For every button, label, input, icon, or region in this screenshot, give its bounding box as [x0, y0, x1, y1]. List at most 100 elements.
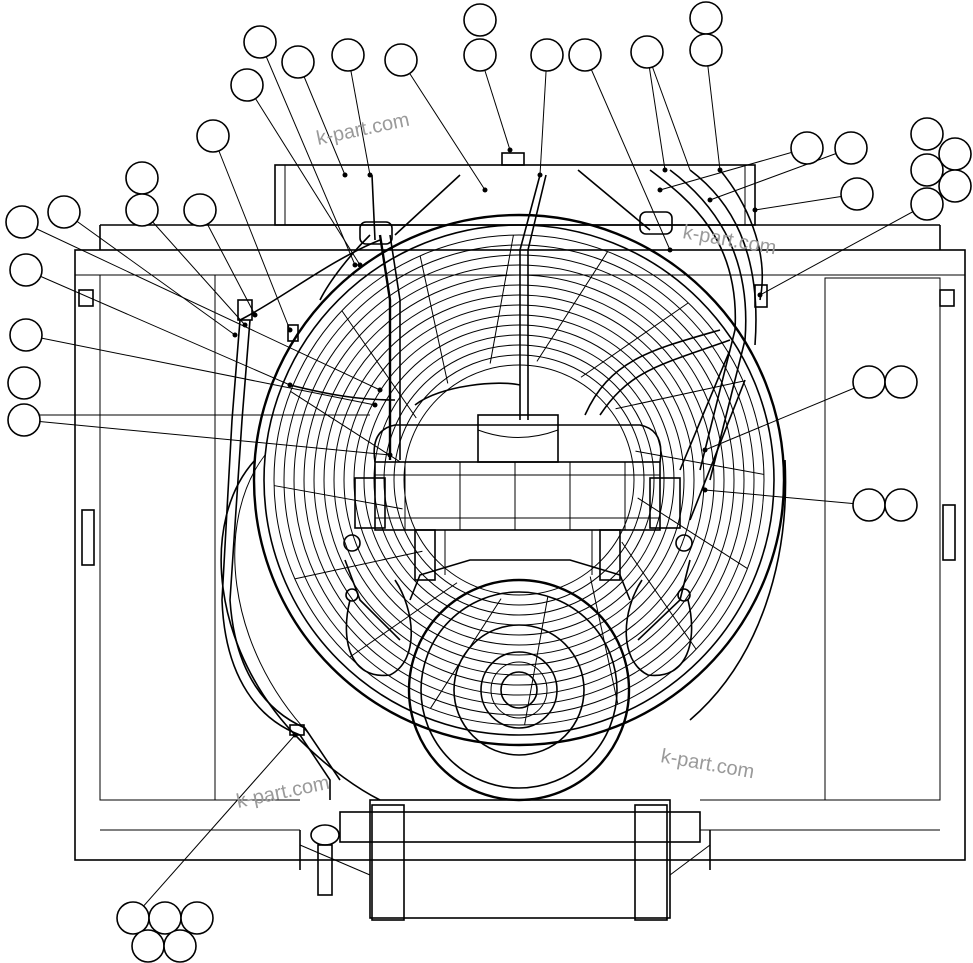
callout-balloon — [125, 193, 159, 227]
callout-leader-line — [63, 211, 236, 336]
callout-balloon — [180, 901, 214, 935]
callout-leader-dot — [757, 292, 763, 298]
callout-balloon — [196, 119, 230, 153]
callout-balloon — [7, 403, 41, 437]
callout-leader-line — [259, 41, 356, 266]
callout-leader-line — [25, 269, 291, 386]
callout-balloon — [852, 488, 886, 522]
callout-balloon — [125, 161, 159, 195]
callout-leader-line — [704, 489, 870, 506]
callout-leader-line — [297, 61, 346, 176]
radiator-coil — [283, 244, 755, 716]
callout-leader-line — [199, 209, 256, 316]
callout-leader-line — [659, 147, 808, 191]
callout-leader-dot — [357, 262, 363, 268]
callout-balloon — [331, 38, 365, 72]
watermark-text: k-part.com — [234, 772, 331, 813]
coolant-hoses — [221, 169, 768, 800]
callout-leader-dot — [372, 402, 378, 408]
callout-leader-dot — [752, 207, 758, 213]
radiator-coil — [313, 274, 725, 686]
callout-balloon — [5, 205, 39, 239]
callout-leader-dot — [537, 172, 543, 178]
radiator-core-coils — [273, 234, 765, 726]
watermark-text: k-part.com — [681, 221, 778, 259]
callout-balloon — [852, 365, 886, 399]
radiator-coil — [323, 284, 715, 676]
callout-leader-line — [705, 49, 721, 171]
fan-blade-line — [349, 582, 458, 658]
callout-leader-line — [584, 54, 671, 251]
radiator-coil — [293, 254, 745, 706]
callout-leader-dot — [702, 447, 708, 453]
fan-blade-line — [294, 550, 423, 580]
fan-blade-line — [580, 302, 689, 378]
callout-leader-line — [709, 147, 852, 201]
callout-leader-dot — [707, 197, 713, 203]
fan-blade-line — [635, 450, 765, 475]
callout-balloon — [230, 68, 264, 102]
fan-blade-line — [524, 596, 549, 726]
callout-balloon — [790, 131, 824, 165]
watermark-text: k-part.com — [659, 745, 756, 783]
callout-balloon — [131, 929, 165, 963]
callout-leader-dot — [287, 382, 293, 388]
callout-leader-line — [246, 84, 361, 266]
radiator-coil — [353, 314, 685, 646]
callout-leader-dot — [667, 247, 673, 253]
callout-leaders — [21, 41, 928, 919]
fan-blade-line — [341, 310, 417, 419]
callout-balloon — [183, 193, 217, 227]
callout-balloon — [384, 43, 418, 77]
callout-balloon — [689, 1, 723, 35]
callout-leader-line — [539, 54, 548, 176]
callout-leader-dot — [507, 147, 513, 153]
radiator-coil — [393, 354, 645, 606]
callout-balloon — [910, 117, 944, 151]
fan-drive-header — [354, 414, 681, 531]
callout-leader-line — [212, 135, 291, 331]
callout-leader-dot — [252, 312, 258, 318]
callout-balloon — [630, 35, 664, 69]
fan-blade-line — [637, 497, 748, 570]
callout-balloon — [689, 33, 723, 67]
fan-blade-line — [621, 541, 697, 650]
callout-balloon — [463, 3, 497, 37]
callout-leader-line — [759, 203, 928, 296]
callout-balloon — [116, 901, 150, 935]
callout-leader-line — [646, 51, 666, 171]
callout-leader-dot — [657, 187, 663, 193]
callout-leader-line — [141, 209, 246, 326]
watermark-text: k-part.com — [314, 109, 411, 150]
callout-balloon — [530, 38, 564, 72]
callout-balloon — [47, 195, 81, 229]
fan-blades — [273, 234, 765, 726]
callout-balloons — [5, 1, 972, 963]
callout-balloon — [463, 38, 497, 72]
callout-leader-dot — [662, 167, 668, 173]
radiator-coil — [333, 294, 705, 666]
fan-blade-line — [419, 255, 449, 384]
callout-leader-dot — [342, 172, 348, 178]
callout-leader-dot — [352, 262, 358, 268]
fan-blade-line — [615, 380, 744, 410]
callout-balloon — [938, 137, 972, 171]
callout-balloon — [243, 25, 277, 59]
callout-balloon — [910, 153, 944, 187]
callout-balloon — [7, 366, 41, 400]
callout-leader-dot — [717, 167, 723, 173]
callout-leader-line — [25, 334, 376, 406]
fan-blade-line — [489, 234, 514, 364]
callout-balloon — [884, 488, 918, 522]
callout-balloon — [163, 929, 197, 963]
callout-leader-dot — [287, 327, 293, 333]
callout-balloon — [834, 131, 868, 165]
callout-leader-line — [21, 221, 381, 391]
callout-leader-dot — [482, 187, 488, 193]
radiator-coil — [273, 234, 765, 726]
callout-leader-line — [704, 381, 870, 451]
callout-leader-dot — [292, 732, 298, 738]
callout-leader-dot — [367, 172, 373, 178]
engine-mounts-skid — [299, 799, 711, 921]
